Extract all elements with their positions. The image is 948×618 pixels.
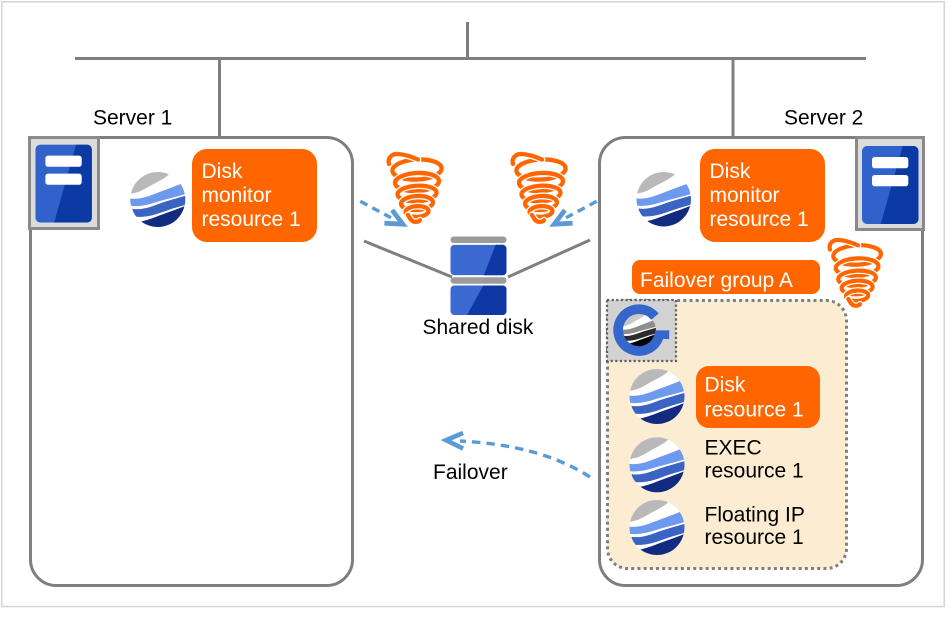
svg-text:Failover: Failover — [433, 461, 508, 484]
svg-text:resource 1: resource 1 — [705, 526, 804, 549]
svg-text:resource 1: resource 1 — [705, 459, 804, 482]
svg-text:Failover group A: Failover group A — [640, 269, 793, 292]
svg-text:Floating IP: Floating IP — [705, 503, 805, 526]
svg-text:monitor: monitor — [710, 184, 780, 207]
svg-text:Disk: Disk — [705, 373, 746, 396]
svg-text:resource 1: resource 1 — [202, 208, 301, 231]
svg-text:resource 1: resource 1 — [710, 208, 809, 231]
svg-text:Shared disk: Shared disk — [423, 316, 534, 339]
svg-text:monitor: monitor — [202, 184, 272, 207]
svg-text:Server 1: Server 1 — [93, 107, 172, 130]
svg-text:resource 1: resource 1 — [705, 398, 804, 421]
svg-text:Server 2: Server 2 — [784, 107, 863, 130]
svg-text:EXEC: EXEC — [705, 437, 762, 460]
svg-text:Disk: Disk — [710, 160, 751, 183]
svg-text:Disk: Disk — [202, 160, 243, 183]
